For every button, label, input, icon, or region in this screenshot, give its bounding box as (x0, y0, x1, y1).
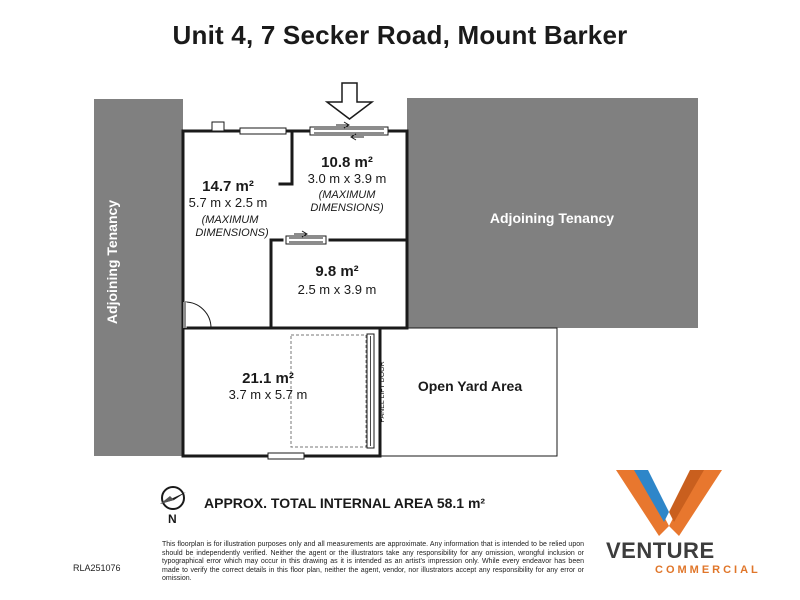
garage-vehicle-zone (290, 334, 367, 448)
logo-subtitle: COMMERCIAL (655, 564, 761, 576)
open-yard-outline (379, 327, 558, 457)
room-1-area: 14.7 m² (202, 178, 254, 195)
room-4-dims: 3.7 m x 5.7 m (229, 387, 308, 402)
swing-door (184, 301, 212, 329)
room-1-note-1: (MAXIMUM (202, 214, 260, 226)
open-yard-label: Open Yard Area (418, 378, 522, 394)
logo-wordmark: VENTURE (606, 538, 715, 563)
sliding-door-interior (285, 230, 327, 245)
room-2-note-1: (MAXIMUM (319, 189, 377, 201)
room-2-area: 10.8 m² (321, 154, 373, 171)
reference-code: RLA251076 (73, 563, 121, 573)
panel-lift-door-label: PANEL LIFT DOOR (379, 361, 386, 422)
adjoining-tenancy-right-label: Adjoining Tenancy (490, 210, 614, 226)
room-3-dims: 2.5 m x 3.9 m (298, 282, 377, 297)
adjoining-tenancy-left (94, 99, 183, 456)
entry-arrow-icon (324, 82, 375, 120)
adjoining-tenancy-right (407, 98, 698, 328)
sliding-door-top (309, 121, 389, 141)
compass-icon (160, 486, 186, 510)
venture-logo-icon (616, 470, 722, 536)
page-title: Unit 4, 7 Secker Road, Mount Barker (172, 20, 628, 50)
disclaimer-text: This floorplan is for illustration purpo… (162, 541, 584, 583)
windows (211, 121, 305, 460)
room-4-area: 21.1 m² (242, 370, 294, 387)
room-1-note-2: DIMENSIONS) (195, 227, 269, 239)
room-1-dims: 5.7 m x 2.5 m (189, 195, 268, 210)
room-2-note-2: DIMENSIONS) (310, 202, 384, 214)
room-3-area: 9.8 m² (315, 263, 358, 280)
compass-north-label: N (168, 512, 177, 526)
total-internal-area: APPROX. TOTAL INTERNAL AREA 58.1 m² (204, 495, 486, 511)
room-2-dims: 3.0 m x 3.9 m (308, 171, 387, 186)
adjoining-tenancy-left-label: Adjoining Tenancy (104, 200, 120, 324)
